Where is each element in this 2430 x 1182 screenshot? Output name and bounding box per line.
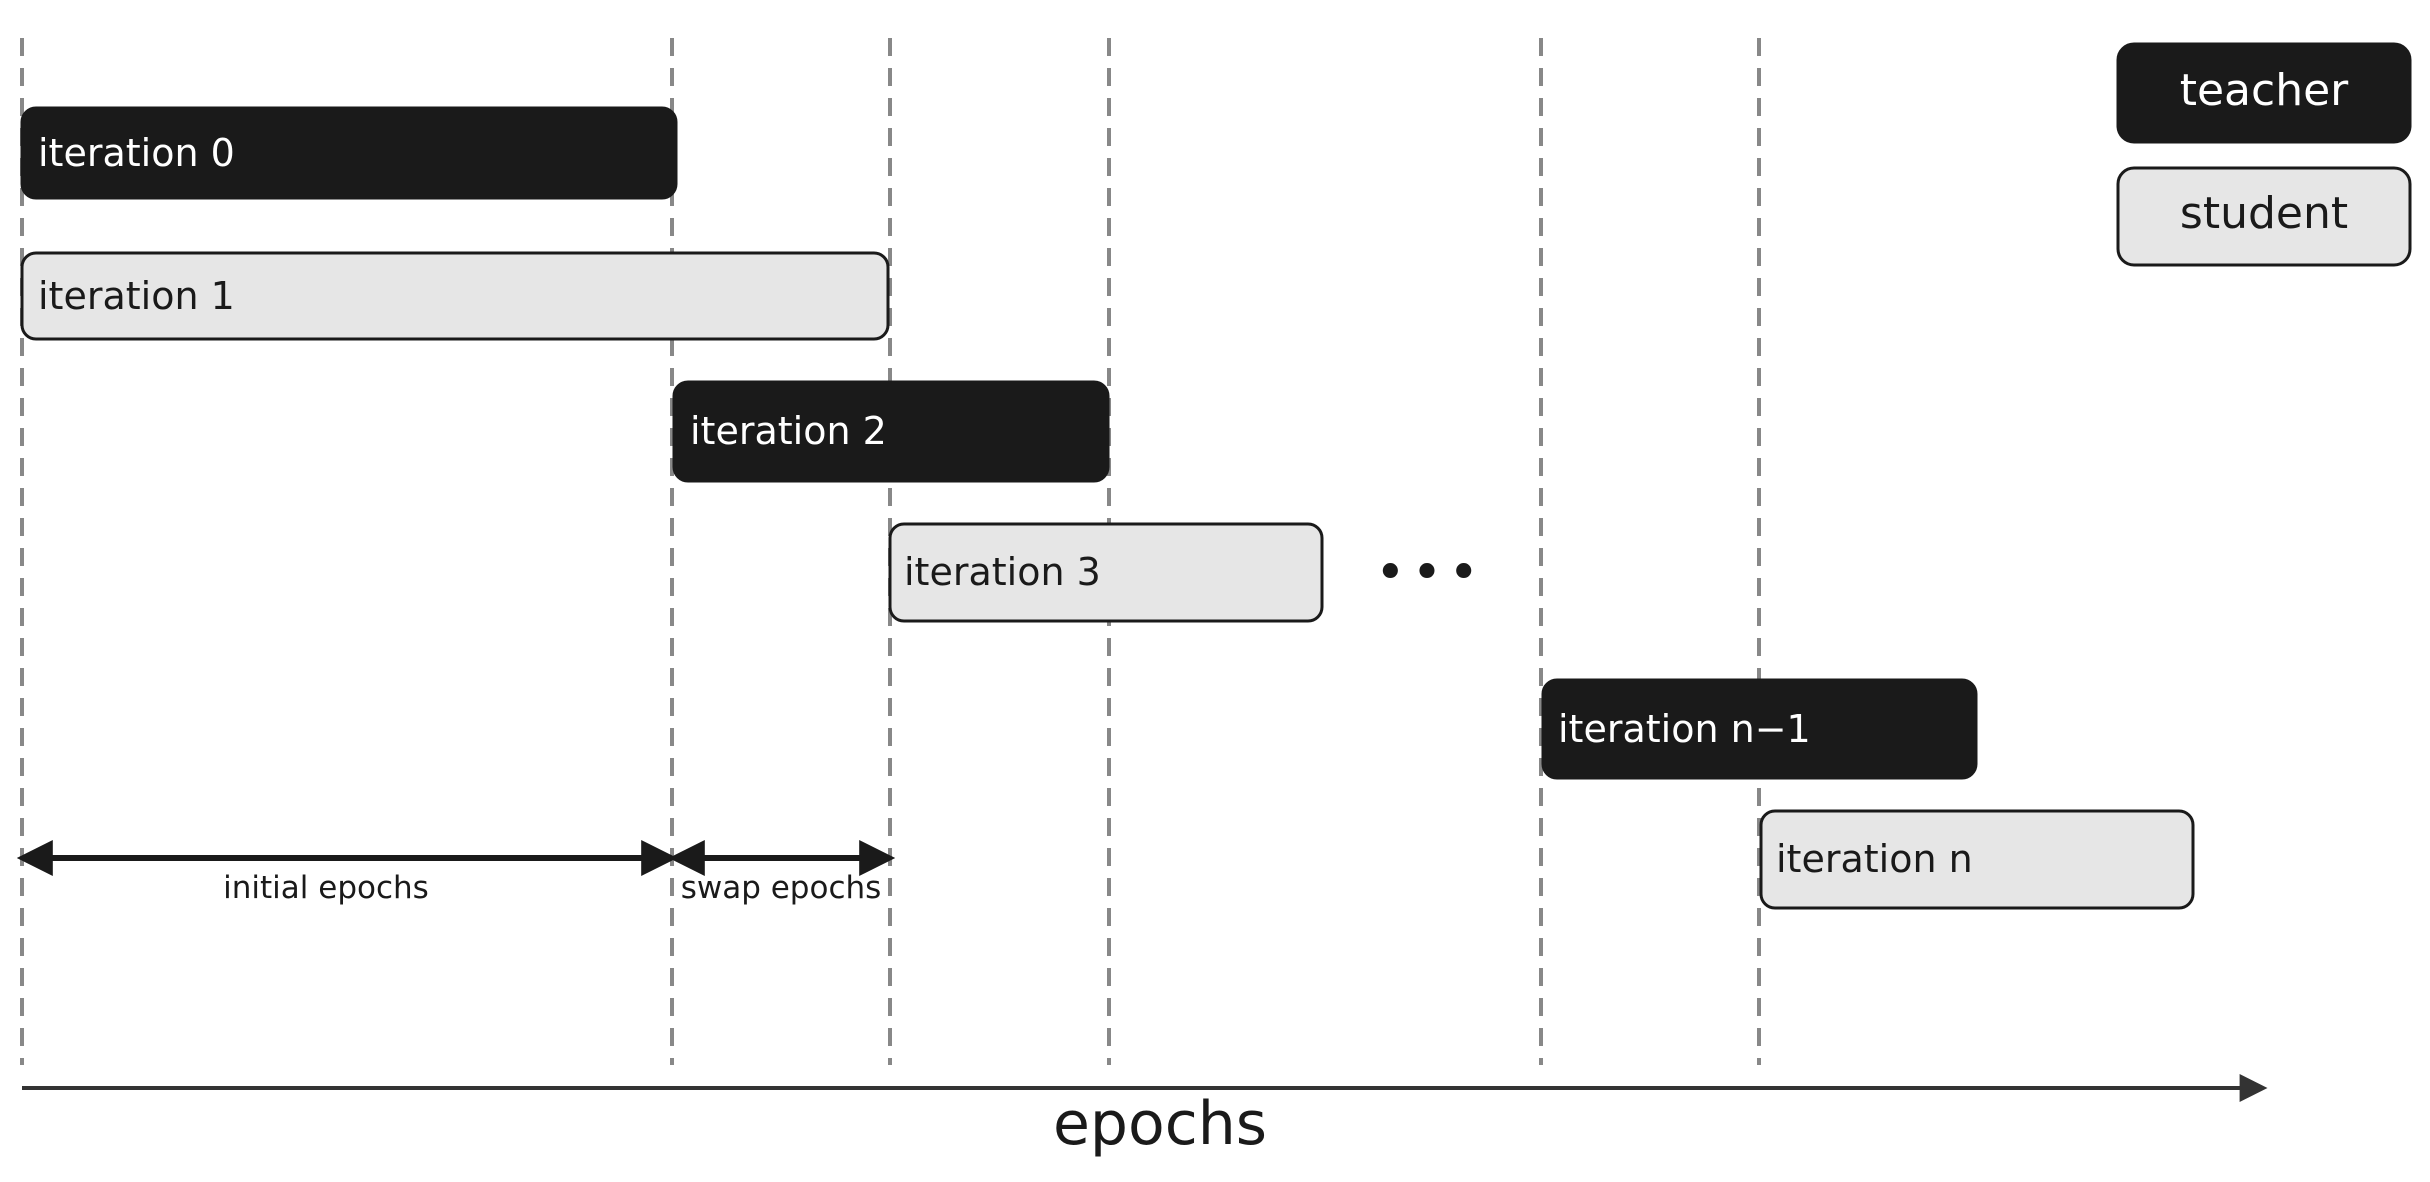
- iteration-3-bar: iteration 3: [888, 522, 1324, 623]
- iteration-label: iteration 1: [38, 274, 235, 318]
- iteration-n-minus-1-bar: iteration n−1: [1541, 678, 1978, 780]
- iteration-n-bar: iteration n: [1759, 809, 2195, 910]
- legend: teacher student: [2116, 42, 2412, 267]
- iteration-0-bar: iteration 0: [20, 106, 678, 200]
- iteration-label: iteration 0: [38, 131, 235, 175]
- iteration-1-bar: iteration 1: [20, 251, 890, 341]
- iteration-label: iteration n−1: [1558, 707, 1811, 751]
- initial-epochs-label: initial epochs: [223, 870, 429, 906]
- initial-epochs-span: initial epochs: [16, 840, 678, 906]
- epochs-axis: epochs: [22, 1074, 2268, 1159]
- epochs-axis-label: epochs: [1053, 1089, 1267, 1159]
- iteration-2-bar: iteration 2: [672, 380, 1110, 483]
- swap-epochs-span: swap epochs: [668, 840, 896, 906]
- legend-teacher-label: teacher: [2180, 65, 2349, 116]
- iteration-label: iteration 3: [904, 550, 1101, 594]
- swap-epochs-label: swap epochs: [681, 870, 882, 906]
- legend-student-label: student: [2180, 188, 2348, 239]
- legend-student: student: [2116, 166, 2412, 267]
- ellipsis: •••: [1375, 543, 1485, 603]
- iteration-label: iteration n: [1776, 837, 1973, 881]
- legend-teacher: teacher: [2116, 42, 2412, 144]
- iteration-label: iteration 2: [690, 409, 887, 453]
